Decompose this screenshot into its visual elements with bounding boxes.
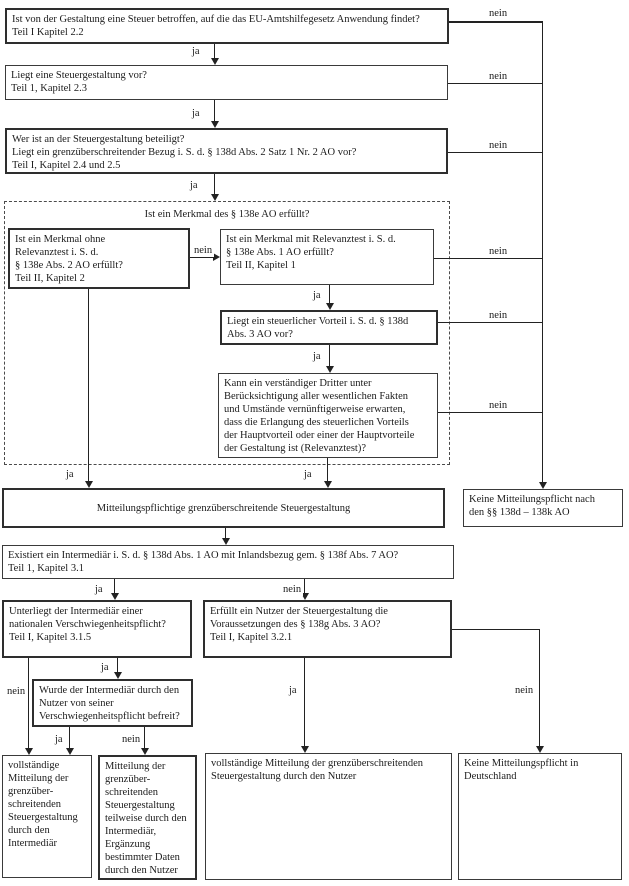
connector-relevanztest-ja bbox=[327, 458, 328, 481]
connector-befreit-ja bbox=[69, 727, 70, 748]
edge-label-nein-intermediaer: nein bbox=[281, 583, 304, 596]
edge-label-ja-erfuellt: ja bbox=[287, 684, 299, 697]
node-result-mitteilungspflichtig: Mitteilungspflichtige grenzüberschreiten… bbox=[2, 488, 445, 528]
edge-label-ja-steuer: ja bbox=[190, 45, 202, 58]
edge-label-ja-mit: ja bbox=[311, 289, 323, 302]
connector-unterliegt-ja bbox=[117, 658, 118, 672]
arrowhead-into-r4 bbox=[536, 746, 544, 753]
connector-beteiligt-ja bbox=[214, 174, 215, 194]
edge-label-ja-befreit: ja bbox=[53, 733, 65, 746]
edge-label-nein-unterliegt: nein bbox=[5, 685, 28, 698]
node-result-keine-mitteilungspflicht-de: Keine Mitteilungspflicht in Deutschland bbox=[458, 753, 622, 880]
connector-vorteil-nein bbox=[438, 322, 543, 323]
connector-pflichtig-down bbox=[225, 528, 226, 538]
node-q-nutzer-138g: Erfüllt ein Nutzer der Steuergestaltung … bbox=[203, 600, 452, 658]
arrowhead-into-vorteil bbox=[326, 303, 334, 310]
arrowhead-into-r2 bbox=[141, 748, 149, 755]
node-q-verschwiegenheitspflicht: Unterliegt der Intermediär einer nationa… bbox=[2, 600, 192, 658]
arrowhead-into-unterliegt bbox=[111, 593, 119, 600]
edge-label-ja-ohne-long: ja bbox=[64, 468, 76, 481]
connector-intermediaer-nein bbox=[304, 579, 305, 593]
connector-erfuellt-ja bbox=[304, 658, 305, 746]
node-result-mitteilung-teilweise: Mitteilung der grenzüber- schreitenden S… bbox=[98, 755, 197, 880]
arrowhead-into-pflichtig-rechts bbox=[324, 481, 332, 488]
edge-label-ja-gestaltung: ja bbox=[190, 107, 202, 120]
arrowhead-into-merkmal-mit bbox=[213, 253, 220, 261]
arrowhead-into-beteiligte bbox=[211, 121, 219, 128]
group-merkmal-138e bbox=[4, 201, 450, 465]
connector-gestaltung-nein bbox=[448, 83, 543, 84]
edge-label-nein-vorteil: nein bbox=[487, 309, 510, 322]
edge-label-nein-steuer: nein bbox=[487, 7, 510, 20]
arrowhead-into-steuergestaltung bbox=[211, 58, 219, 65]
connector-intermediaer-ja bbox=[114, 579, 115, 593]
edge-label-nein-mit: nein bbox=[487, 245, 510, 258]
edge-label-ja-beteiligt: ja bbox=[188, 179, 200, 192]
connector-befreit-nein bbox=[144, 727, 145, 748]
edge-label-ja-relevanztest: ja bbox=[302, 468, 314, 481]
group-merkmal-138e-title: Ist ein Merkmal des § 138e AO erfüllt? bbox=[144, 209, 310, 220]
node-q-beteiligte: Wer ist an der Steuergestaltung beteilig… bbox=[5, 128, 448, 174]
edge-label-ja-intermediaer: ja bbox=[93, 583, 105, 596]
connector-mit-nein bbox=[434, 258, 543, 259]
connector-steuer-nein bbox=[449, 21, 543, 23]
arrowhead-into-merkmal-group bbox=[211, 194, 219, 201]
connector-steuer-ja bbox=[214, 44, 215, 59]
edge-label-nein-gestaltung: nein bbox=[487, 70, 510, 83]
node-q-merkmal-mit-relevanztest: Ist ein Merkmal mit Relevanztest i. S. d… bbox=[220, 229, 434, 285]
node-q-steuerlicher-vorteil: Liegt ein steuerlicher Vorteil i. S. d. … bbox=[220, 310, 438, 345]
node-q-steuergestaltung: Liegt eine Steuergestaltung vor? Teil 1,… bbox=[5, 65, 448, 100]
connector-erfuellt-nein-h bbox=[452, 629, 540, 630]
arrowhead-into-r3 bbox=[301, 746, 309, 753]
node-q-merkmal-ohne-relevanztest: Ist ein Merkmal ohne Relevanztest i. S. … bbox=[8, 228, 190, 289]
connector-ohne-ja-long bbox=[88, 289, 89, 481]
node-q-steuer-betroffen: Ist von der Gestaltung eine Steuer betro… bbox=[5, 8, 449, 44]
edge-label-ja-vorteil: ja bbox=[311, 350, 323, 363]
node-result-mitteilung-nutzer: vollständige Mitteilung der grenzübersch… bbox=[205, 753, 452, 880]
node-result-keine-mitteilungspflicht-138: Keine Mitteilungspflicht nach den §§ 138… bbox=[463, 489, 623, 527]
connector-gestaltung-ja bbox=[214, 100, 215, 121]
arrowhead-into-relevanztest bbox=[326, 366, 334, 373]
edge-label-nein-ohne: nein bbox=[192, 244, 215, 257]
connector-beteiligt-nein bbox=[448, 152, 543, 153]
connector-relevanztest-nein bbox=[438, 412, 543, 413]
connector-mit-ja bbox=[329, 285, 330, 303]
connector-erfuellt-nein-v bbox=[539, 629, 540, 746]
arrowhead-into-befreit bbox=[114, 672, 122, 679]
connector-ohne-nein bbox=[190, 257, 213, 258]
node-q-befreiung-verschwiegenheit: Wurde der Intermediär durch den Nutzer v… bbox=[32, 679, 193, 727]
node-q-intermediaer: Existiert ein Intermediär i. S. d. § 138… bbox=[2, 545, 454, 579]
edge-label-nein-beteiligt: nein bbox=[487, 139, 510, 152]
arrowhead-into-intermediaer bbox=[222, 538, 230, 545]
edge-label-ja-unterliegt: ja bbox=[99, 661, 111, 674]
connector-vorteil-ja bbox=[329, 345, 330, 366]
edge-label-nein-relevanztest: nein bbox=[487, 399, 510, 412]
arrowhead-into-r1-links bbox=[25, 748, 33, 755]
arrowhead-into-erfuellt bbox=[301, 593, 309, 600]
arrowhead-into-r1-rechts bbox=[66, 748, 74, 755]
arrowhead-into-keine-138 bbox=[539, 482, 547, 489]
connector-nein-collector bbox=[542, 21, 543, 482]
node-q-relevanztest: Kann ein verständiger Dritter unter Berü… bbox=[218, 373, 438, 458]
edge-label-nein-erfuellt: nein bbox=[513, 684, 536, 697]
arrowhead-into-pflichtig-links bbox=[85, 481, 93, 488]
connector-unterliegt-nein-long bbox=[28, 658, 29, 748]
node-result-mitteilung-intermediaer: vollständige Mitteilung der grenzüber- s… bbox=[2, 755, 92, 878]
edge-label-nein-befreit: nein bbox=[120, 733, 143, 746]
